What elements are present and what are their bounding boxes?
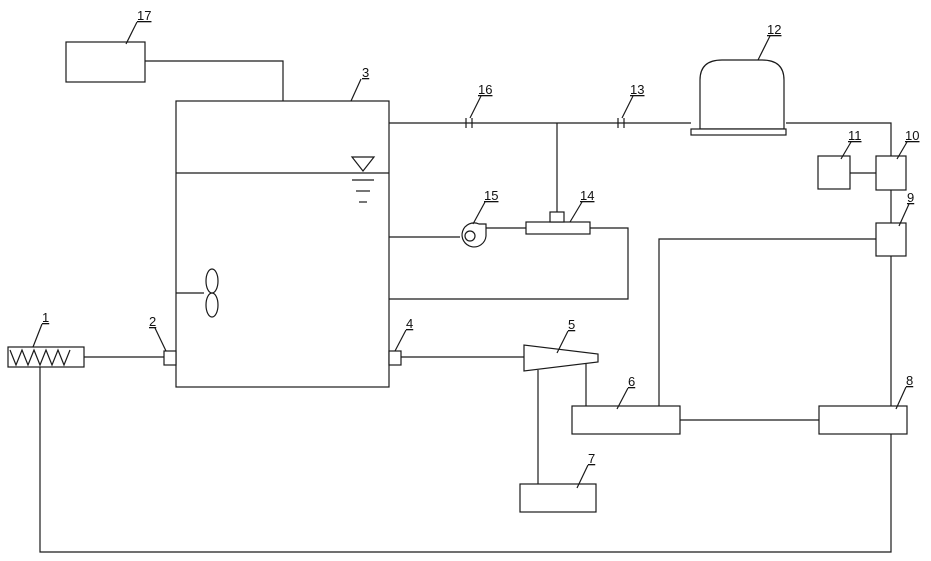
- leader-17: [125, 21, 138, 45]
- leader-1: [32, 323, 43, 348]
- pipe-14-return: [389, 227, 629, 300]
- leader-10: [896, 141, 908, 160]
- screw-feeder-1: [7, 346, 85, 368]
- blower-15: [461, 222, 487, 248]
- outlet-nozzle-4: [388, 350, 402, 366]
- agitator-blade-bottom: [205, 292, 219, 318]
- piping: [39, 60, 892, 553]
- label-17: 17: [137, 8, 151, 23]
- gas-holder-base: [690, 128, 787, 136]
- inlet-nozzle-2: [163, 350, 177, 366]
- gas-holder-dome: [699, 59, 785, 130]
- valve-16: [465, 118, 473, 128]
- valve-13: [617, 118, 625, 128]
- label-11: 11: [848, 128, 862, 143]
- label-7: 7: [588, 451, 595, 466]
- label-4: 4: [406, 316, 413, 331]
- label-14: 14: [580, 188, 594, 203]
- water-level-icon: [350, 156, 376, 172]
- leader-4: [394, 329, 407, 352]
- leader-3: [350, 78, 362, 102]
- component-6: [571, 405, 681, 435]
- label-8: 8: [906, 373, 913, 388]
- label-2: 2: [149, 314, 156, 329]
- agitator-blade-top: [205, 268, 219, 294]
- component-10: [875, 155, 907, 191]
- label-10: 10: [905, 128, 919, 143]
- blower-fan-icon: [464, 230, 476, 242]
- leader-12: [757, 35, 771, 61]
- leader-7: [576, 464, 589, 489]
- leader-5: [556, 330, 569, 354]
- leader-8: [895, 386, 907, 410]
- labels: 1 2 3 4 5 6 7 8 9 10 11 12 13: [32, 8, 919, 489]
- pipe-return-loop: [39, 367, 892, 553]
- cyclone-5: [523, 344, 599, 372]
- component-11: [817, 155, 851, 190]
- leader-9: [898, 203, 910, 227]
- component-17: [65, 41, 146, 83]
- label-12: 12: [767, 22, 781, 37]
- leader-2: [154, 327, 167, 352]
- pipe-12-to-10: [786, 122, 892, 156]
- screw-icon: [9, 348, 71, 367]
- leader-15: [472, 201, 486, 225]
- aerator-top: [549, 211, 565, 223]
- label-5: 5: [568, 317, 575, 332]
- label-3: 3: [362, 65, 369, 80]
- pipe-17-to-tank: [145, 60, 284, 101]
- leader-11: [840, 141, 852, 160]
- label-1: 1: [42, 310, 49, 325]
- leader-13: [621, 95, 634, 119]
- leader-6: [616, 387, 629, 410]
- component-7: [519, 483, 597, 513]
- label-15: 15: [484, 188, 498, 203]
- gas-holder-12: [690, 59, 787, 136]
- tank-3: [175, 100, 390, 388]
- label-9: 9: [907, 190, 914, 205]
- leader-16: [469, 95, 482, 119]
- aerator-14: [525, 211, 591, 235]
- label-16: 16: [478, 82, 492, 97]
- pipe-6-to-9: [658, 238, 876, 406]
- label-13: 13: [630, 82, 644, 97]
- component-9: [875, 222, 907, 257]
- component-8: [818, 405, 908, 435]
- aerator-body: [525, 221, 591, 235]
- leader-14: [569, 201, 583, 223]
- tank-body: [175, 100, 390, 388]
- label-6: 6: [628, 374, 635, 389]
